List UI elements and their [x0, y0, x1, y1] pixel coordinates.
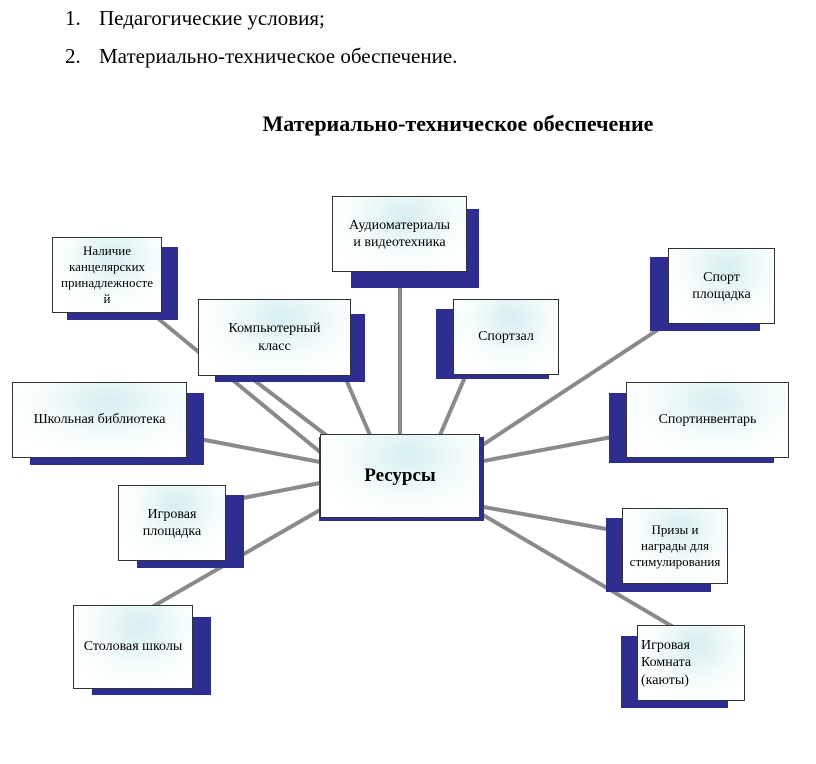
- connector-line: [153, 314, 322, 454]
- node-box: Компьютерный класс: [198, 299, 351, 376]
- node-label: Спортинвентарь: [658, 412, 757, 428]
- node-box: Спортинвентарь: [626, 382, 789, 458]
- list-text: Педагогические условия;: [99, 6, 325, 30]
- connector-line: [248, 375, 328, 437]
- node-box: Аудиоматериалы и видеотехника: [332, 196, 467, 272]
- list-number: 2.: [65, 44, 81, 68]
- diagram-title: Материально-техническое обеспечение: [262, 111, 654, 136]
- node-label: Компьютерный класс: [228, 321, 321, 354]
- node-box: Наличие канцелярских принадлежносте й: [52, 237, 162, 313]
- node-label: Столовая школы: [83, 639, 183, 655]
- node-box: Игровая площадка: [118, 485, 226, 561]
- node-label: Школьная библиотека: [33, 412, 166, 428]
- list-item: 2. Материально-техническое обеспечение.: [65, 44, 457, 69]
- node-label: Игровая площадка: [142, 506, 202, 540]
- node-label: Спорт площадка: [692, 269, 751, 303]
- node-box: Спорт площадка: [668, 248, 775, 324]
- node-label: Спортзал: [478, 329, 534, 345]
- node-box: Спортзал: [453, 299, 559, 375]
- connector-line: [476, 323, 667, 450]
- list-number: 1.: [65, 6, 81, 30]
- node-box: Школьная библиотека: [12, 382, 187, 458]
- node-label: Наличие канцелярских принадлежносте й: [61, 242, 153, 307]
- node-label: Аудиоматериалы и видеотехника: [348, 217, 451, 251]
- connector-line: [241, 481, 322, 500]
- node-box: Столовая школы: [73, 605, 193, 689]
- node-box: Игровая Комната (каюты): [637, 625, 745, 701]
- connector-line: [438, 375, 467, 437]
- node-box: Призы и награды для стимулирования: [622, 508, 728, 584]
- node-label: Игровая Комната (каюты): [641, 637, 692, 688]
- connector-line: [343, 375, 372, 437]
- list-text: Материально-техническое обеспечение.: [99, 44, 458, 68]
- list-item: 1. Педагогические условия;: [65, 6, 325, 31]
- connector-line: [476, 504, 614, 532]
- node-label: Призы и награды для стимулирования: [629, 521, 721, 570]
- center-label: Ресурсы: [364, 465, 436, 487]
- connector-line: [203, 438, 322, 464]
- connector-line: [476, 510, 677, 630]
- connector-line: [476, 435, 614, 464]
- center-box: Ресурсы: [320, 434, 480, 518]
